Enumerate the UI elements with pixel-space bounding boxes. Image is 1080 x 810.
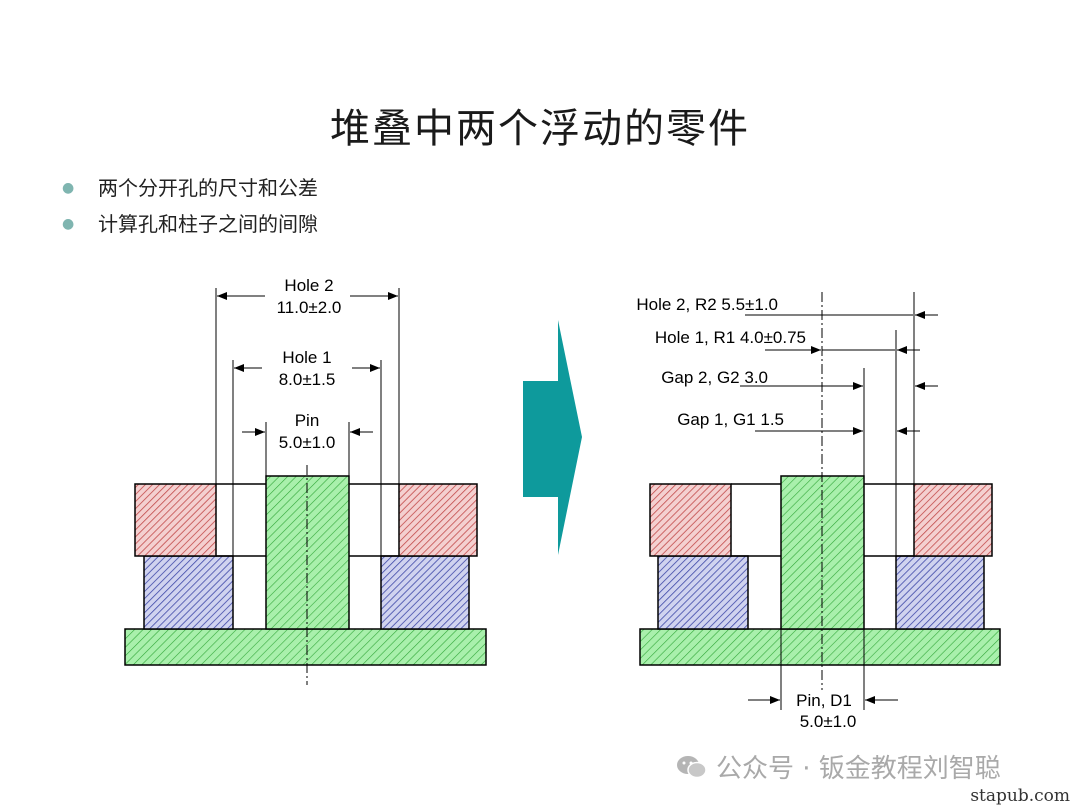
bullet-text: 两个分开孔的尺寸和公差	[98, 176, 318, 200]
right-blue-part-right	[895, 555, 985, 630]
hole1-label: Hole 1	[282, 348, 331, 367]
left-blue-part-left	[143, 555, 234, 630]
bullet-list: ● 两个分开孔的尺寸和公差 ● 计算孔和柱子之间的间隙	[62, 170, 318, 242]
bullet-dot-icon: ●	[62, 216, 75, 232]
bullet-item: ● 两个分开孔的尺寸和公差	[62, 170, 318, 206]
right-red-part-right	[913, 483, 993, 557]
pin-d1-value: 5.0±1.0	[800, 712, 857, 731]
left-base-plate	[124, 628, 487, 666]
watermark-text: 公众号 · 钣金教程刘智聪	[716, 754, 1001, 784]
slide-title: 堆叠中两个浮动的零件	[330, 106, 750, 152]
right-base-plate	[639, 628, 1001, 666]
right-red-part-left	[649, 483, 732, 557]
wechat-icon	[676, 754, 708, 780]
pin-label: Pin	[295, 411, 320, 430]
hole1-value: 8.0±1.5	[279, 370, 336, 389]
hole2-radius-label: Hole 2, R2 5.5±1.0	[636, 295, 778, 314]
hole2-label: Hole 2	[284, 276, 333, 295]
pin-d1-label: Pin, D1	[796, 691, 852, 710]
pin-value: 5.0±1.0	[279, 433, 336, 452]
gap2-label: Gap 2, G2 3.0	[661, 368, 768, 387]
bullet-item: ● 计算孔和柱子之间的间隙	[62, 206, 318, 242]
gap1-label: Gap 1, G1 1.5	[677, 410, 784, 429]
bullet-text: 计算孔和柱子之间的间隙	[98, 212, 318, 236]
hole1-radius-label: Hole 1, R1 4.0±0.75	[655, 328, 806, 347]
watermark: 公众号 · 钣金教程刘智聪	[676, 748, 1001, 785]
left-red-part-right	[398, 483, 478, 557]
transition-arrow-icon	[523, 320, 582, 555]
bullet-dot-icon: ●	[62, 180, 75, 196]
right-diagram: Hole 2, R2 5.5±1.0 Hole 1, R1 4.0±0.75 G…	[636, 292, 1001, 731]
site-label: stapub.com	[970, 786, 1070, 806]
hole2-value: 11.0±2.0	[277, 298, 342, 317]
right-blue-part-left	[657, 555, 749, 630]
left-diagram: Hole 2 11.0±2.0 Hole 1 8.0±1.5 Pin 5.0±1…	[124, 276, 487, 685]
left-red-part-left	[134, 483, 217, 557]
left-blue-part-right	[380, 555, 470, 630]
left-pin	[265, 475, 350, 630]
